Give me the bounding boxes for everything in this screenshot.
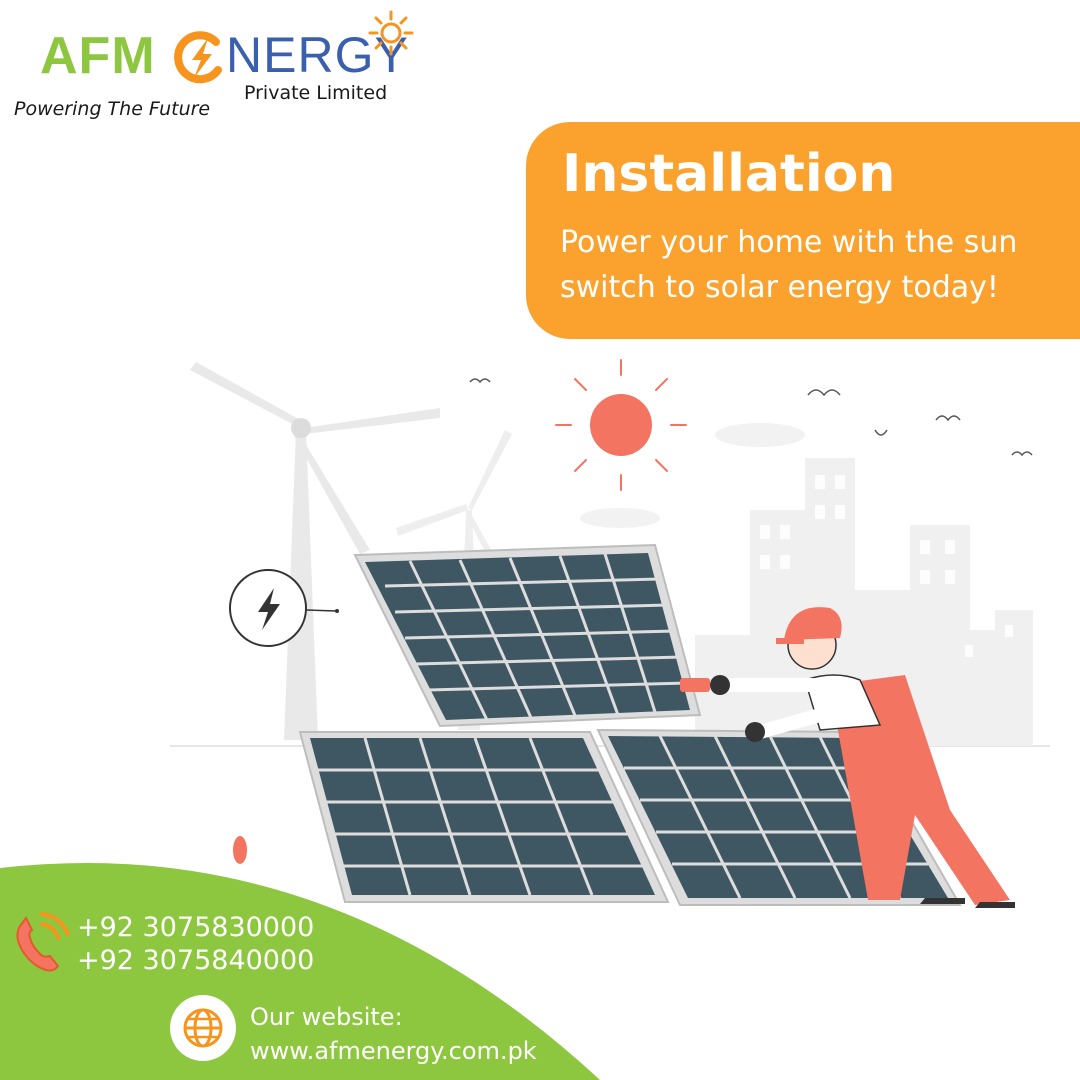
phone-number-1[interactable]: +92 3075830000: [77, 912, 315, 943]
globe-icon: [183, 1008, 223, 1048]
banner-line-2: switch to solar energy today!: [560, 270, 999, 305]
bird-icon: [469, 378, 1033, 457]
globe-icon-badge: [170, 995, 236, 1061]
worker-icon: [680, 607, 1015, 908]
banner-title: Installation: [562, 144, 896, 204]
logo-bolt-icon: [174, 31, 222, 84]
banner-subtitle: Power your home with the sun switch to s…: [560, 220, 1080, 310]
tagline: Powering The Future: [14, 98, 211, 120]
website-label: Our website:: [250, 1003, 403, 1031]
phone-icon: [16, 912, 70, 972]
contact-footer-background: [0, 862, 600, 1080]
logo-sun-icon: [368, 10, 414, 56]
logo-text-afm: AFM: [40, 27, 156, 85]
brand-logo: AFM NERGY: [40, 8, 420, 108]
banner-line-1: Power your home with the sun: [560, 225, 1018, 260]
phone-number-2[interactable]: +92 3075840000: [77, 945, 315, 976]
company-type: Private Limited: [244, 82, 388, 104]
sun-icon: [555, 359, 687, 491]
solar-installation-illustration: [170, 359, 1050, 908]
logo-text-nergy: NERGY: [226, 27, 409, 83]
website-link[interactable]: www.afmenergy.com.pk: [250, 1037, 537, 1065]
headline-banner: Installation Power your home with the su…: [526, 122, 1080, 339]
lightning-bolt-icon: [229, 569, 339, 647]
